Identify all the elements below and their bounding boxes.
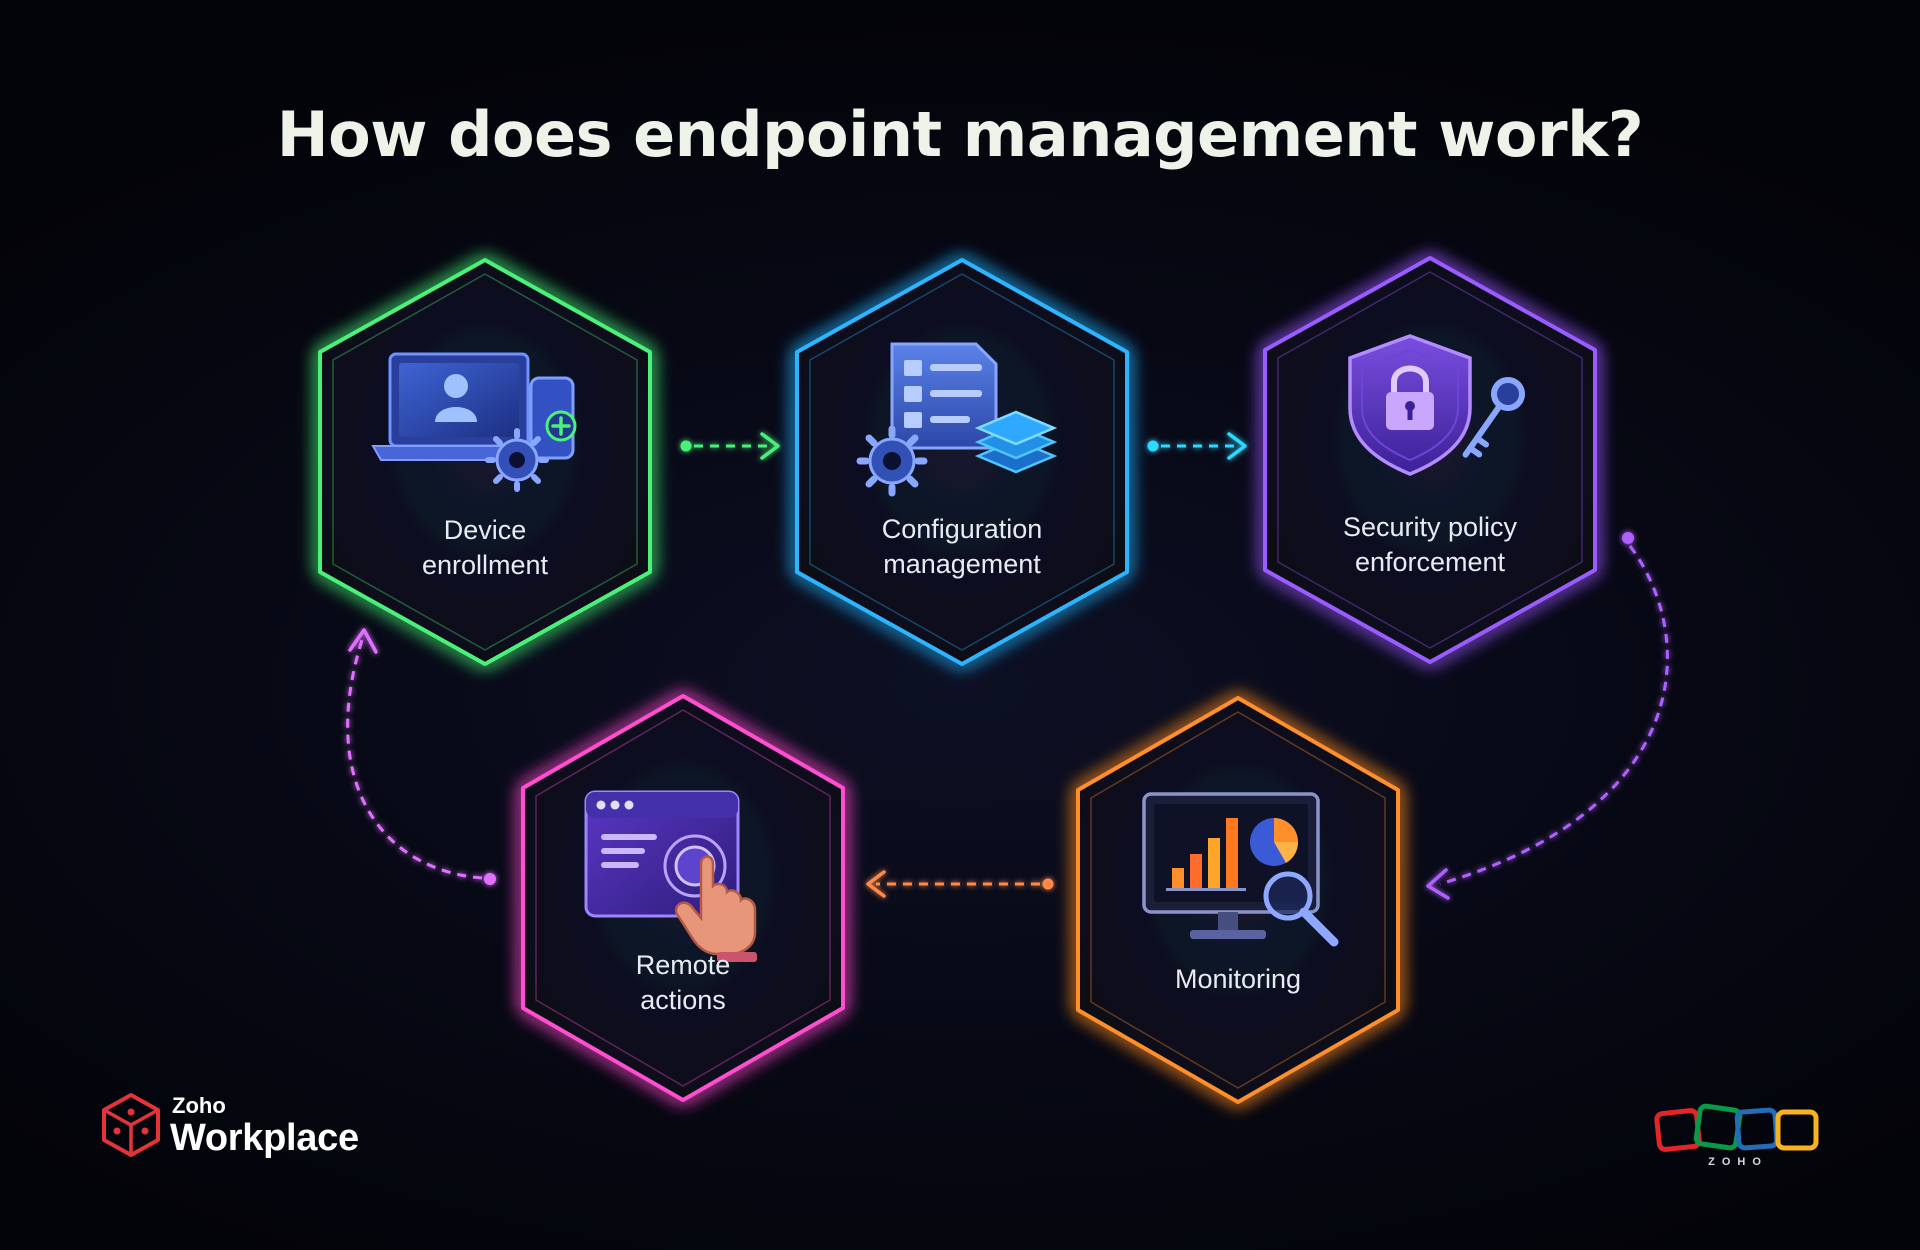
hexagon-device-enrollment [318, 258, 652, 666]
step-device-enrollment: Device enrollment [318, 258, 652, 666]
zoho-squares-logo-icon [1654, 1103, 1819, 1152]
step-monitoring: Monitoring [1076, 696, 1400, 1104]
step-label-device-enrollment-line2: enrollment [422, 550, 549, 580]
step-label-remote-actions-line1: Remote [636, 950, 731, 980]
brand-workplace-label: Workplace [170, 1117, 359, 1159]
step-label-configuration-management-line2: management [883, 549, 1041, 579]
step-label-device-enrollment-line1: Device [444, 515, 527, 545]
connector-enrollment-to-configuration [680, 432, 780, 460]
flow-connectors [346, 432, 1669, 900]
step-configuration-management: Configuration management [795, 258, 1129, 666]
shield-lock-key-icon [1348, 334, 1525, 476]
laptop-phone-gear-icon [371, 352, 577, 492]
zoho-workplace-brand: Zoho Workplace [100, 1092, 380, 1162]
document-gear-layers-icon [856, 342, 1058, 497]
zoho-wordmark: ZOHO [1708, 1156, 1768, 1168]
workplace-cube-logo-icon [102, 1093, 160, 1157]
step-remote-actions: Remote actions [521, 694, 845, 1102]
window-pointer-hand-icon [584, 790, 757, 962]
zoho-logo: ZOHO [1652, 1100, 1824, 1176]
connector-remote-to-enrollment [346, 628, 496, 885]
hexagon-configuration-management [795, 258, 1129, 666]
connector-configuration-to-security [1147, 432, 1247, 460]
page-title: How does endpoint management work? [276, 98, 1644, 171]
brand-zoho-label: Zoho [172, 1093, 226, 1118]
step-security-policy-enforcement: Security policy enforcement [1263, 256, 1597, 664]
connector-monitoring-to-remote [866, 870, 1054, 898]
step-label-monitoring: Monitoring [1175, 964, 1301, 994]
step-label-configuration-management-line1: Configuration [882, 514, 1043, 544]
step-label-security-policy-enforcement-line2: enforcement [1355, 547, 1506, 577]
monitor-chart-magnifier-icon [1142, 792, 1339, 947]
step-label-remote-actions-line2: actions [640, 985, 726, 1015]
connector-security-to-monitoring [1426, 532, 1669, 900]
step-label-security-policy-enforcement-line1: Security policy [1343, 512, 1518, 542]
